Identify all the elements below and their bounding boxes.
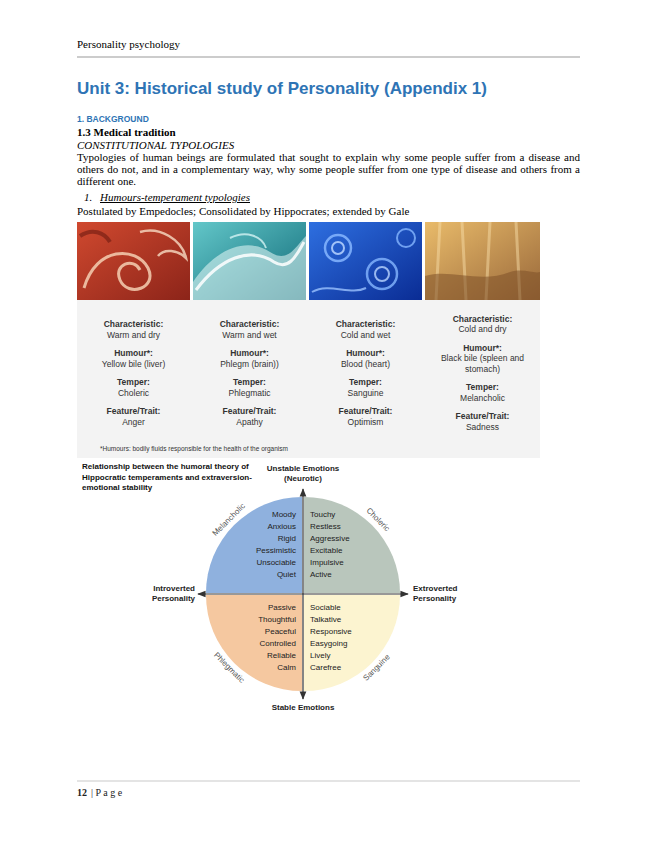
list-heading: Humours-temperament typologies <box>100 191 250 203</box>
table-heading: Humour*: <box>346 348 385 359</box>
temperament-quadrant: MelancholicMoody Anxious Rigid Pessimist… <box>206 497 303 594</box>
axis-label: Unstable Emotions (Neurotic) <box>257 464 349 484</box>
axis-label: Extroverted Personality <box>413 584 457 604</box>
footer-rule <box>77 781 580 782</box>
trait-list: Touchy Restless Aggressive Excitable Imp… <box>310 509 350 581</box>
table-value: Optimism <box>348 417 384 428</box>
table-value: Phlegm (brain)) <box>220 359 279 370</box>
fire-image <box>77 222 190 300</box>
trait-list: Moody Anxious Rigid Pessimistic Unsociab… <box>256 509 296 581</box>
table-value: Apathy <box>236 417 262 428</box>
axis-label: Introverted Personality <box>152 584 195 604</box>
figure-title: Relationship between the humoral theory … <box>82 462 254 494</box>
trait-list: Passive Thoughtful Peaceful Controlled R… <box>258 602 296 674</box>
table-heading: Temper: <box>349 377 382 388</box>
table-heading: Humour*: <box>230 348 269 359</box>
subheading: CONSTITUTIONAL TYPOLOGIES <box>77 139 234 151</box>
temperament-quadrant: SanguineSociable Talkative Responsive Ea… <box>303 594 400 691</box>
water-image <box>309 222 422 300</box>
table-value: Black bile (spleen and stomach) <box>433 353 533 374</box>
table-heading: Feature/Trait: <box>339 406 393 417</box>
table-value: Sanguine <box>348 388 384 399</box>
table-column: Characteristic:Warm and dryHumour*:Yello… <box>77 304 190 442</box>
subsection-heading: 1.3 Medical tradition <box>77 126 176 138</box>
table-column: Characteristic:Warm and wetHumour*:Phleg… <box>193 304 306 442</box>
footnote: *Humours: bodily fluids responsible for … <box>100 445 288 452</box>
table-heading: Feature/Trait: <box>223 406 277 417</box>
body-text: Postulated by Empedocles; Consolidated b… <box>77 205 580 217</box>
table-heading: Temper: <box>233 377 266 388</box>
table-heading: Feature/Trait: <box>456 411 510 422</box>
running-header: Personality psychology <box>77 38 180 51</box>
earth-image <box>425 222 540 300</box>
list-number: 1. <box>84 191 92 203</box>
axes <box>198 489 408 699</box>
temperament-quadrant: CholericTouchy Restless Aggressive Excit… <box>303 497 400 594</box>
table-value: Phlegmatic <box>228 388 270 399</box>
quadrant-fill <box>206 595 302 691</box>
table-value: Cold and dry <box>458 324 506 335</box>
table-value: Choleric <box>118 388 149 399</box>
table-value: Warm and wet <box>222 330 276 341</box>
table-value: Warm and dry <box>107 330 160 341</box>
body-paragraph: Typologies of human beings are formulate… <box>77 151 580 187</box>
axis-label: Stable Emotions <box>272 703 335 713</box>
page-number: 12 <box>77 787 87 799</box>
page-title: Unit 3: Historical study of Personality … <box>77 79 487 99</box>
page-label: | P a g e <box>91 787 122 799</box>
table-column: Characteristic:Cold and dryHumour*:Black… <box>425 304 540 442</box>
table-heading: Temper: <box>117 377 150 388</box>
quadrant-fill <box>304 497 400 593</box>
extraversion-axis <box>198 593 408 594</box>
trait-list: Sociable Talkative Responsive Easygoing … <box>310 602 352 674</box>
temperament-quadrant: PhlegmaticPassive Thoughtful Peaceful Co… <box>206 594 303 691</box>
table-heading: Characteristic: <box>336 319 396 330</box>
table-heading: Feature/Trait: <box>107 406 161 417</box>
table-value: Melancholic <box>460 393 505 404</box>
table-value: Yellow bile (liver) <box>102 359 165 370</box>
quadrant-fill <box>206 497 302 593</box>
quadrant-fill <box>304 595 400 691</box>
table-value: Anger <box>122 417 145 428</box>
table-value: Cold and wet <box>341 330 391 341</box>
table-value: Blood (heart) <box>341 359 390 370</box>
section-heading: 1. BACKGROUND <box>77 115 149 125</box>
table-panel <box>77 300 540 458</box>
air-image <box>193 222 306 300</box>
element-images <box>77 222 540 300</box>
table-heading: Temper: <box>466 382 499 393</box>
table-heading: Characteristic: <box>104 319 164 330</box>
table-heading: Humour*: <box>463 343 502 354</box>
header-rule <box>77 57 580 58</box>
table-heading: Characteristic: <box>220 319 280 330</box>
table-value: Sadness <box>466 422 499 433</box>
table-column: Characteristic:Cold and wetHumour*:Blood… <box>309 304 422 442</box>
table-heading: Humour*: <box>114 348 153 359</box>
table-heading: Characteristic: <box>453 314 513 325</box>
